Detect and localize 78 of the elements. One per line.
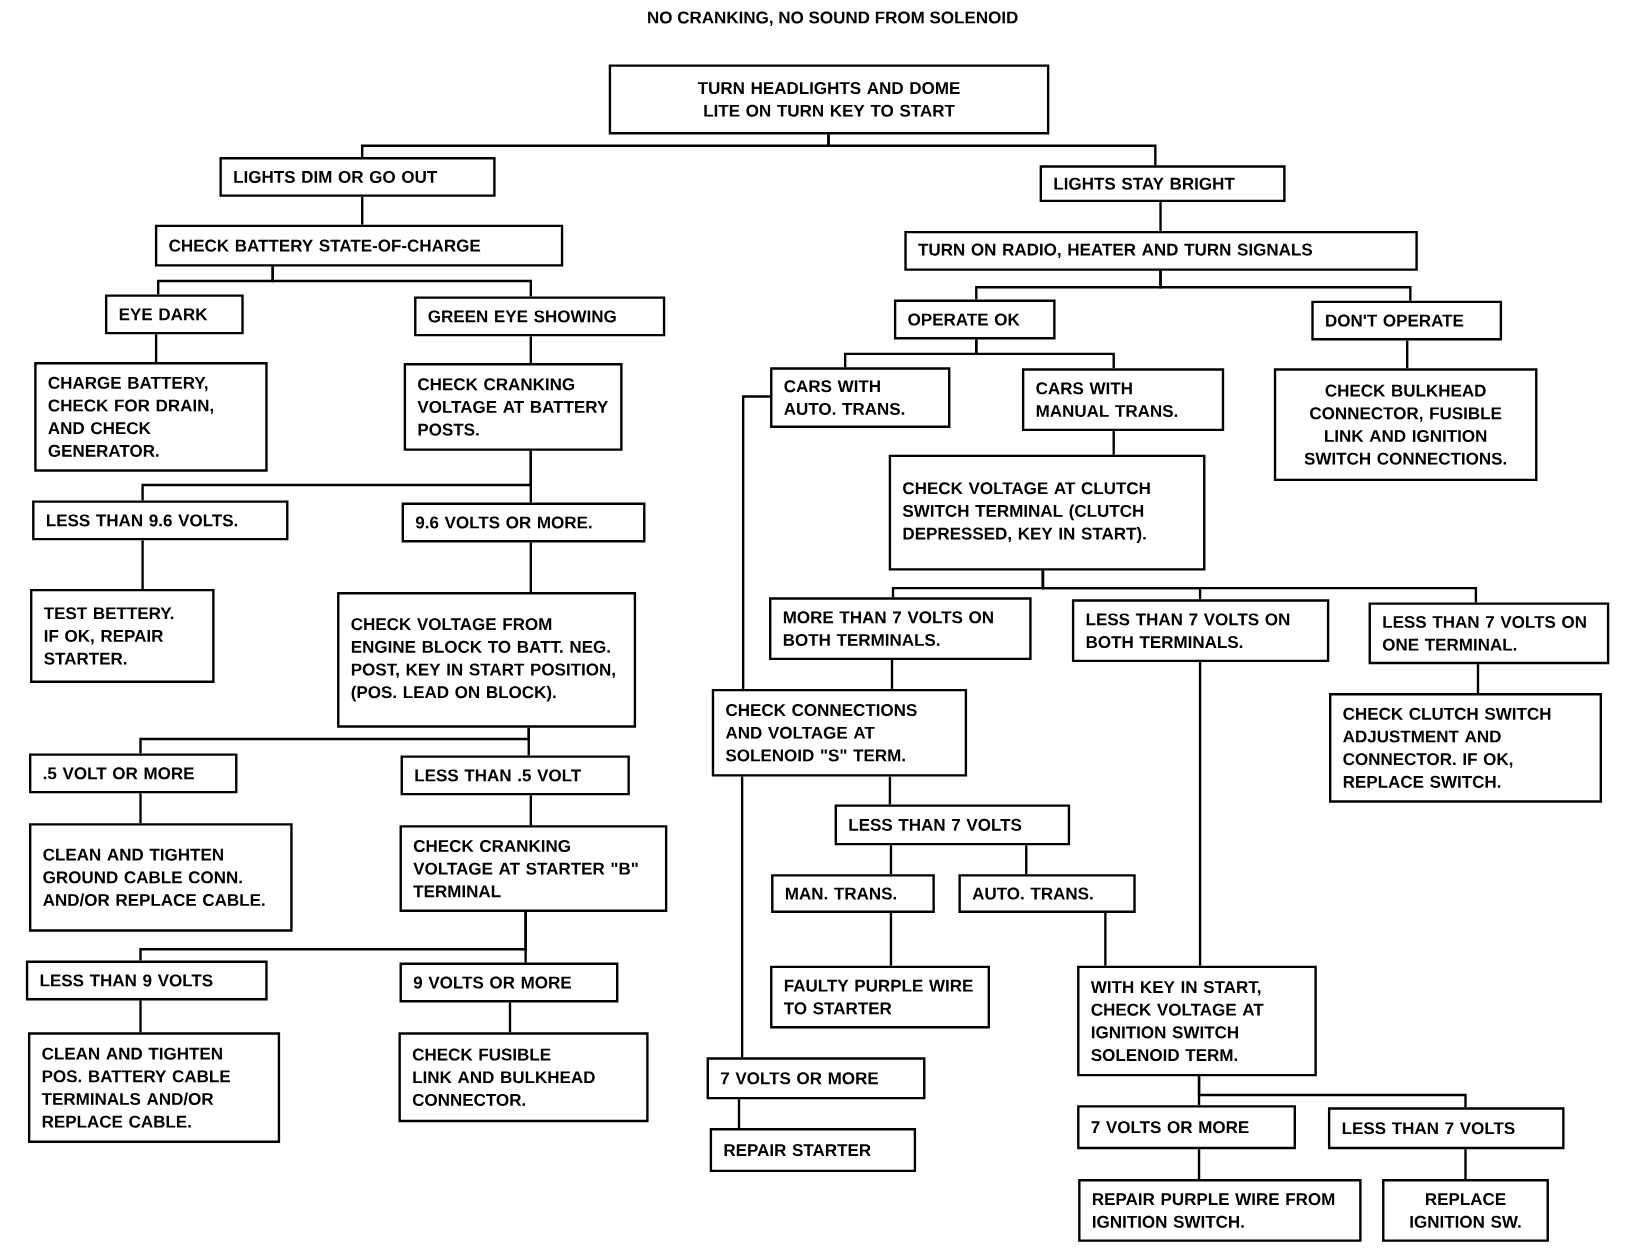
process-box: LIGHTS DIM OR GO OUT <box>219 156 496 197</box>
process-box: FAULTY PURPLE WIRE TO STARTER <box>770 965 990 1029</box>
process-box: CHECK BULKHEAD CONNECTOR, FUSIBLE LINK AND IGNITION SWITCH CONNECTIONS. <box>1273 368 1538 481</box>
process-box: WITH KEY IN START, CHECK VOLTAGE AT IGNITION SWITCH SOLENOID TERM. <box>1077 965 1317 1077</box>
connector-line <box>139 793 142 823</box>
process-box: 9.6 VOLTS OR MORE. <box>401 502 646 543</box>
process-box: LESS THAN .5 VOLT <box>400 755 630 796</box>
connector-line <box>529 795 532 826</box>
connector-line <box>527 727 530 756</box>
connector-line <box>889 845 893 875</box>
process-box: CHECK CONNECTIONS AND VOLTAGE AT SOLENOID "S" TERM. <box>711 688 968 777</box>
process-box: LESS THAN 7 VOLTS <box>1327 1107 1565 1150</box>
process-box: CARS WITH MANUAL TRANS. <box>1021 368 1225 431</box>
connector-line <box>1198 662 1202 966</box>
title: NO CRANKING, NO SOUND FROM SOLENOID <box>648 11 1018 26</box>
process-box: 9 VOLTS OR MORE <box>399 962 619 1003</box>
connector-line <box>1197 1149 1201 1179</box>
connector-line <box>827 134 1157 166</box>
connector-line <box>154 334 158 362</box>
connector-line <box>1476 664 1480 693</box>
process-box: CLEAN AND TIGHTEN POS. BATTERY CABLE TERMINALS AND/OR REPLACE CABLE. <box>27 1032 281 1143</box>
process-box: LESS THAN 7 VOLTS ON BOTH TERMINALS. <box>1071 599 1330 662</box>
connector-line <box>141 540 144 589</box>
process-box: EYE DARK <box>105 294 244 335</box>
connector-line <box>1104 912 1107 966</box>
process-box: MORE THAN 7 VOLTS ON BOTH TERMINALS. <box>769 597 1032 660</box>
connector-line <box>889 912 893 966</box>
connector-line <box>139 1000 142 1033</box>
connector-line <box>361 196 364 225</box>
process-box: CHECK BATTERY STATE-OF-CHARGE <box>154 224 564 267</box>
connector-line <box>1041 570 1478 603</box>
process-box: DON'T OPERATE <box>1311 300 1503 341</box>
process-box: GREEN EYE SHOWING <box>414 296 666 337</box>
process-box: CLEAN AND TIGHTEN GROUND CABLE CONN. AND/OR REPLACE CABLE. <box>29 823 293 932</box>
connector-line <box>529 542 532 592</box>
process-box: OPERATE OK <box>893 299 1056 340</box>
process-box: REPAIR STARTER <box>709 1128 917 1172</box>
connector-line <box>1159 201 1162 231</box>
connector-line <box>740 776 744 1058</box>
connector-line <box>529 336 532 363</box>
process-box: MAN. TRANS. <box>771 874 935 913</box>
process-box: TURN HEADLIGHTS AND DOME LITE ON TURN KEY TO START <box>608 64 1050 135</box>
process-box: TURN ON RADIO, HEATER AND TURN SIGNALS <box>904 230 1418 271</box>
connector-line <box>1406 340 1409 369</box>
connector-line <box>271 266 532 297</box>
connector-line <box>1112 430 1115 455</box>
connector-line <box>508 1002 512 1033</box>
process-box: CHECK CRANKING VOLTAGE AT STARTER "B" TERMINAL <box>399 825 668 912</box>
connector-line <box>1197 1076 1467 1108</box>
connector-line <box>888 776 892 805</box>
process-box: CHECK CRANKING VOLTAGE AT BATTERY POSTS. <box>403 362 623 451</box>
process-box: REPAIR PURPLE WIRE FROM IGNITION SWITCH. <box>1078 1179 1362 1242</box>
process-box: CHARGE BATTERY, CHECK FOR DRAIN, AND CHECK GENERATOR. <box>34 361 268 472</box>
process-box: .5 VOLT OR MORE <box>29 753 238 794</box>
connector-line <box>524 911 527 963</box>
process-box: TEST BETTERY. IF OK, REPAIR STARTER. <box>30 588 215 683</box>
connector-line <box>529 450 532 503</box>
process-box: AUTO. TRANS. <box>958 874 1136 913</box>
process-box: LESS THAN 9.6 VOLTS. <box>32 500 289 541</box>
connector-line <box>890 659 894 689</box>
process-box: CHECK VOLTAGE FROM ENGINE BLOCK TO BATT. NEG. POST, KEY IN START POSITION, (POS. LEAD ON BLOCK). <box>337 591 637 728</box>
process-box: 7 VOLTS OR MORE <box>1077 1105 1296 1150</box>
connector-line <box>1025 845 1028 875</box>
process-box: LESS THAN 7 VOLTS ON ONE TERMINAL. <box>1368 602 1610 665</box>
process-box: CHECK FUSIBLE LINK AND BULKHEAD CONNECTOR. <box>398 1032 649 1123</box>
process-box: CARS WITH AUTO. TRANS. <box>770 367 951 428</box>
connector-line <box>1464 1149 1467 1179</box>
connector-line <box>741 395 771 689</box>
process-box: CHECK VOLTAGE AT CLUTCH SWITCH TERMINAL (CLUTCH DEPRESSED, KEY IN START). <box>888 454 1206 571</box>
connector-line <box>975 339 1115 369</box>
process-box: REPLACE IGNITION SW. <box>1382 1179 1549 1242</box>
process-box: LESS THAN 7 VOLTS <box>834 804 1071 846</box>
process-box: 7 VOLTS OR MORE <box>706 1057 926 1100</box>
process-box: CHECK CLUTCH SWITCH ADJUSTMENT AND CONNECTOR. IF OK, REPLACE SWITCH. <box>1329 692 1602 803</box>
connector-line <box>1159 270 1412 301</box>
connector-line <box>737 1099 741 1128</box>
process-box: LIGHTS STAY BRIGHT <box>1039 165 1286 202</box>
process-box: LESS THAN 9 VOLTS <box>25 960 268 1001</box>
